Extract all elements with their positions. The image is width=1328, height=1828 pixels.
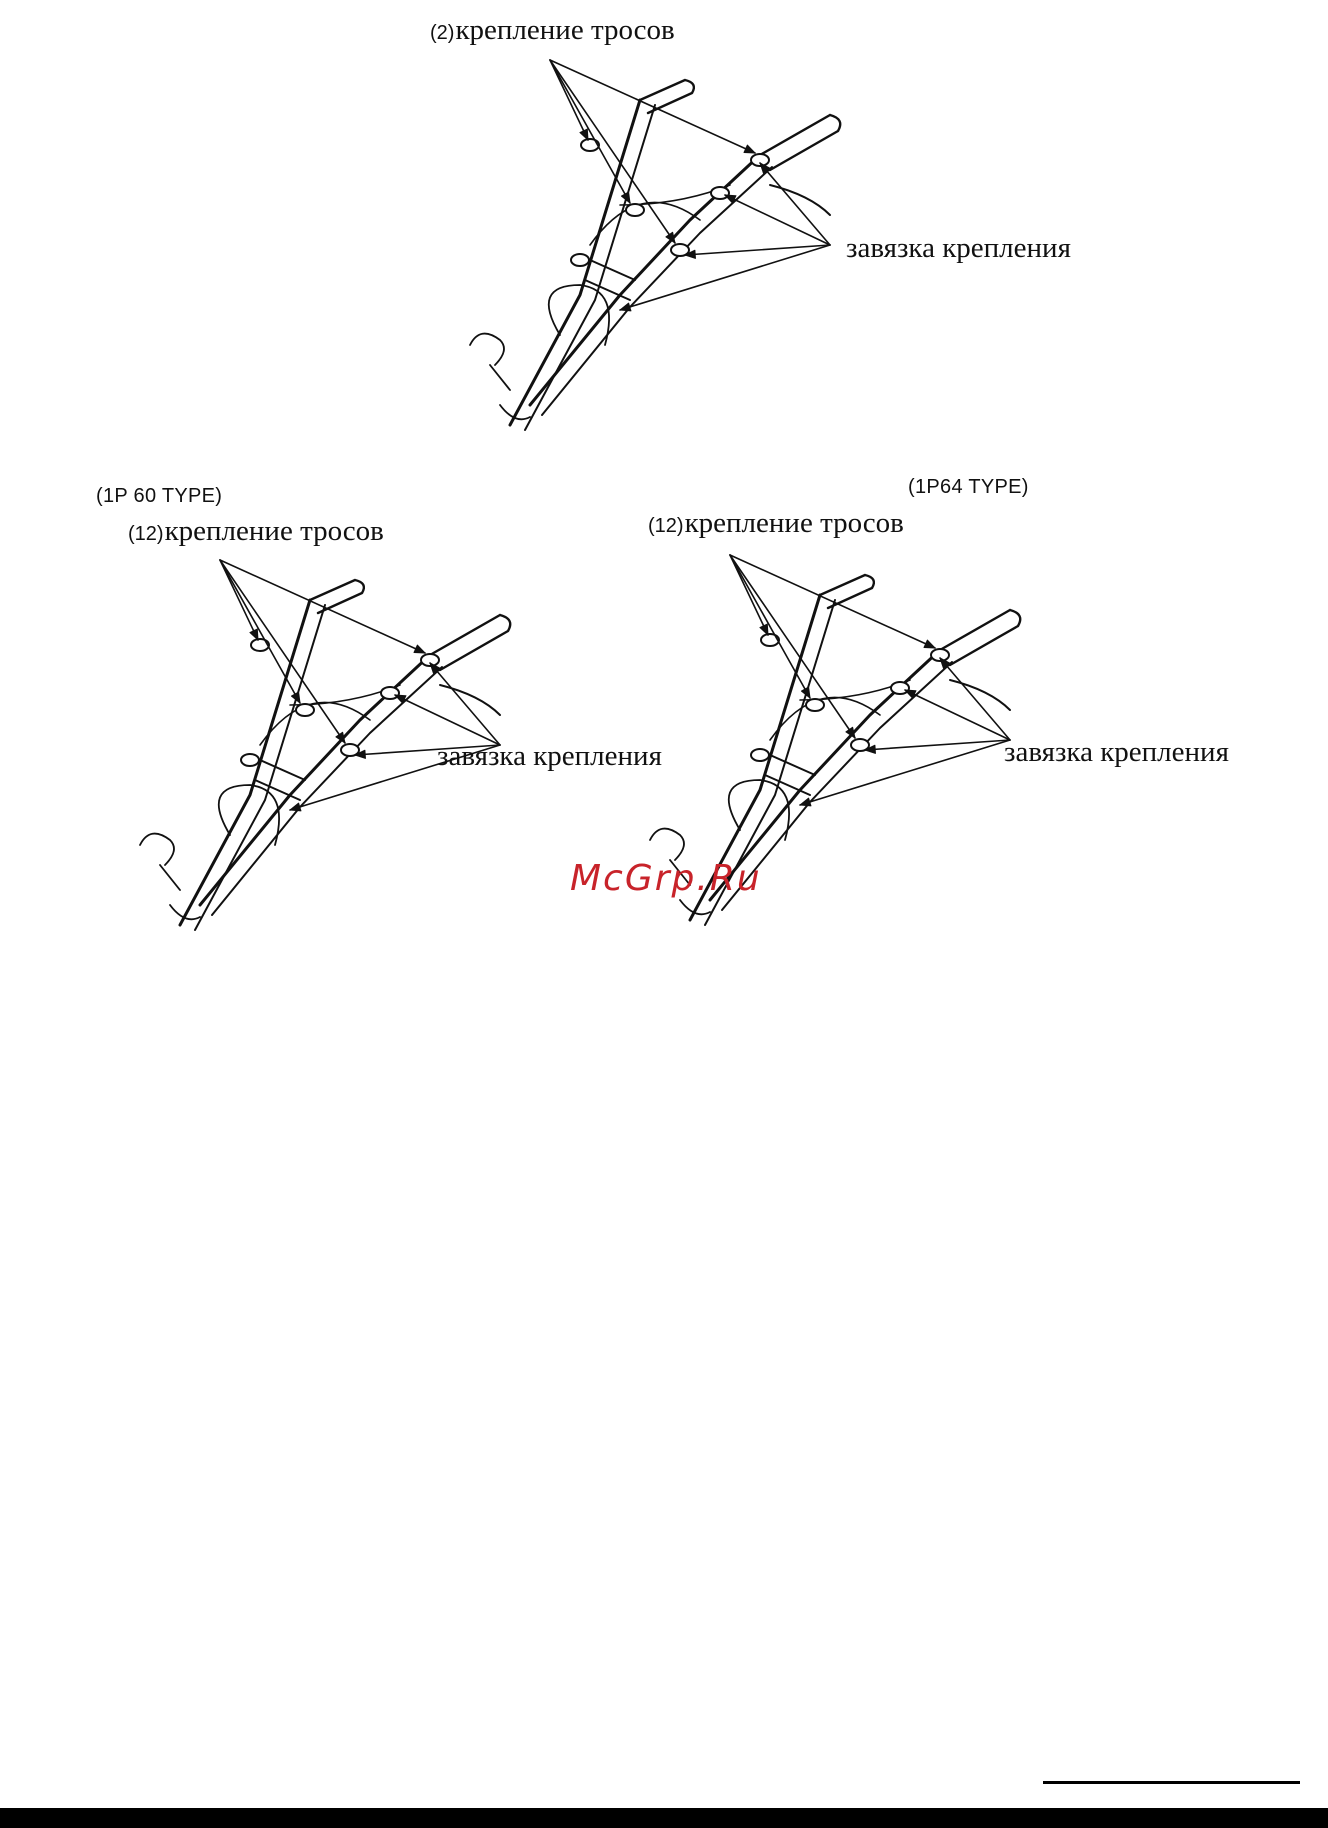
- cable-mount-text: крепление тросов: [455, 14, 674, 46]
- arrow-head: [800, 798, 811, 806]
- cross-brace: [255, 760, 305, 800]
- type-label-1p64: (1P64 TYPE): [908, 476, 1029, 499]
- arrow-head: [620, 303, 631, 311]
- ref-number: (12): [648, 515, 684, 537]
- cable-clamp: [241, 754, 259, 766]
- cable-mount-text: крепление тросов: [165, 515, 384, 547]
- leader-line: [290, 745, 500, 810]
- right-grip: [760, 115, 840, 170]
- leader-line: [550, 60, 630, 203]
- type-label-1p60: (1P 60 TYPE): [96, 485, 222, 508]
- leader-line: [220, 560, 258, 640]
- handlebar-right-tube-inner: [542, 167, 772, 415]
- arrow-head: [414, 645, 425, 653]
- arrow-head: [290, 803, 301, 811]
- cable-mount-label-right: (12)крепление тросов: [648, 507, 904, 540]
- cable-mount-text: крепление тросов: [685, 507, 904, 539]
- arrow-head: [924, 640, 935, 648]
- right-grip: [430, 615, 510, 670]
- cable-clamp: [711, 187, 729, 199]
- cable-clamp: [381, 687, 399, 699]
- arrow-head: [250, 629, 258, 640]
- left-grip: [640, 80, 694, 113]
- right-grip: [940, 610, 1020, 665]
- leader-line: [865, 740, 1010, 750]
- cable-clamp: [571, 254, 589, 266]
- cable-clamp: [891, 682, 909, 694]
- leader-line: [355, 745, 500, 755]
- leader-line: [730, 555, 935, 648]
- cable-clamp: [251, 639, 269, 651]
- cross-brace: [585, 260, 635, 300]
- leader-line: [760, 163, 830, 245]
- leader-line: [800, 740, 1010, 805]
- arrow-head: [580, 129, 588, 140]
- leader-line: [730, 555, 855, 738]
- arrow-head: [760, 624, 768, 635]
- cable-clamp: [626, 204, 644, 216]
- cable-clamp: [761, 634, 779, 646]
- left-grip: [820, 575, 874, 608]
- cable-clamp: [806, 699, 824, 711]
- leader-line: [220, 560, 345, 743]
- footer-rule: [1043, 1781, 1300, 1784]
- leader-line: [220, 560, 300, 703]
- handlebar-right-tube-inner: [212, 667, 442, 915]
- cable-clamp: [296, 704, 314, 716]
- leader-line: [940, 658, 1010, 740]
- leader-line: [730, 555, 768, 635]
- cable-mount-label-left: (12)крепление тросов: [128, 515, 384, 548]
- leader-line: [430, 663, 500, 745]
- cable-mount-label-top: (2)крепление тросов: [430, 14, 675, 47]
- cable-clamp: [581, 139, 599, 151]
- arrow-head: [744, 145, 755, 153]
- leader-line: [550, 60, 588, 140]
- handlebar-diagram: [140, 545, 610, 945]
- leader-line: [730, 555, 810, 698]
- ref-number: (2): [430, 22, 454, 44]
- ref-number: (12): [128, 523, 164, 545]
- leader-line: [550, 60, 675, 243]
- watermark: McGrp.Ru: [570, 858, 762, 899]
- leader-line: [550, 60, 755, 153]
- leader-line: [620, 245, 830, 310]
- handlebar-diagram: [470, 45, 940, 445]
- cable-clamp: [751, 749, 769, 761]
- footer-bar: [0, 1808, 1328, 1828]
- leader-line: [220, 560, 425, 653]
- left-grip: [310, 580, 364, 613]
- cross-brace: [765, 755, 815, 795]
- leader-line: [685, 245, 830, 255]
